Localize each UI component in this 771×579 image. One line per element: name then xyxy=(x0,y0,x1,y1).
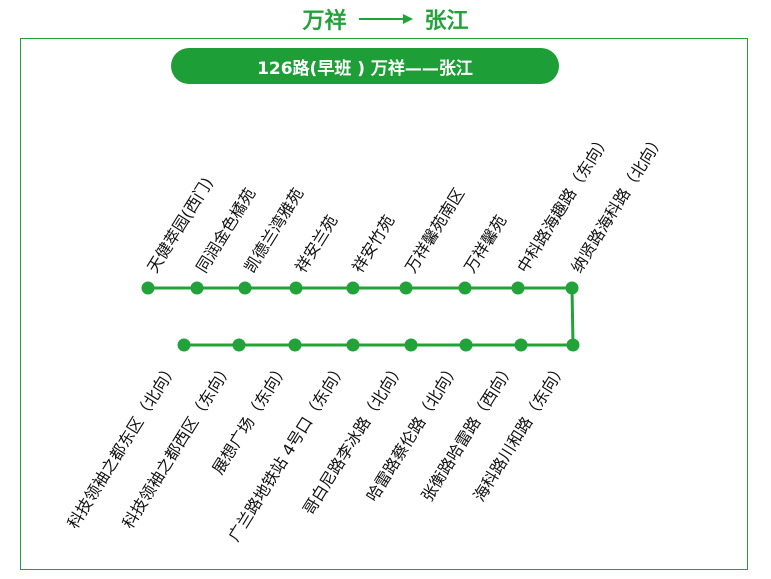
stop-label-outbound: 万祥馨苑南区 xyxy=(401,185,468,276)
route-title-badge: 126路(早班 ) 万祥——张江 xyxy=(171,48,559,84)
stop-dot-return xyxy=(566,338,580,352)
stop-label-outbound: 万祥馨苑 xyxy=(460,212,510,276)
stop-label-return: 哥白尼路李冰路（北向） xyxy=(299,359,408,518)
header-origin: 万祥 xyxy=(302,9,347,34)
stop-dot-outbound xyxy=(289,281,303,295)
stop-dot-outbound xyxy=(565,281,579,295)
stop-label-outbound: 祥安兰苑 xyxy=(291,212,341,276)
stop-dot-return xyxy=(459,338,473,352)
stop-dot-return xyxy=(346,338,360,352)
stop-dot-outbound xyxy=(511,281,525,295)
stop-dot-return xyxy=(288,338,302,352)
stop-dot-outbound xyxy=(399,281,413,295)
stop-label-return: 广兰路地铁站 4号口（东向） xyxy=(224,359,350,545)
stop-label-return: 海科路川和路（东向） xyxy=(469,359,570,505)
stop-label-outbound: 纳贤路海科路（北向） xyxy=(567,130,668,276)
stop-label-outbound: 中科路海趣路（东向） xyxy=(513,130,614,276)
stop-dot-return xyxy=(177,338,191,352)
stop-dot-outbound xyxy=(458,281,472,295)
right-arrow-icon xyxy=(358,14,413,24)
stop-label-return: 科技领袖之都西区（东向） xyxy=(119,359,237,532)
header-destination: 张江 xyxy=(424,9,469,34)
stop-dot-outbound xyxy=(190,281,204,295)
stop-dot-outbound xyxy=(141,281,155,295)
stop-label-return: 科技领袖之都东区（北向） xyxy=(64,359,182,532)
stop-dot-return xyxy=(232,338,246,352)
stop-label-outbound: 祥安竹苑 xyxy=(348,212,398,276)
stop-dot-return xyxy=(514,338,528,352)
route-header: 万祥 张江 xyxy=(0,2,771,36)
stop-dot-outbound xyxy=(238,281,252,295)
stop-dot-return xyxy=(404,338,418,352)
route-line-connector xyxy=(570,287,575,346)
route-map-frame xyxy=(20,38,748,570)
stop-dot-outbound xyxy=(346,281,360,295)
